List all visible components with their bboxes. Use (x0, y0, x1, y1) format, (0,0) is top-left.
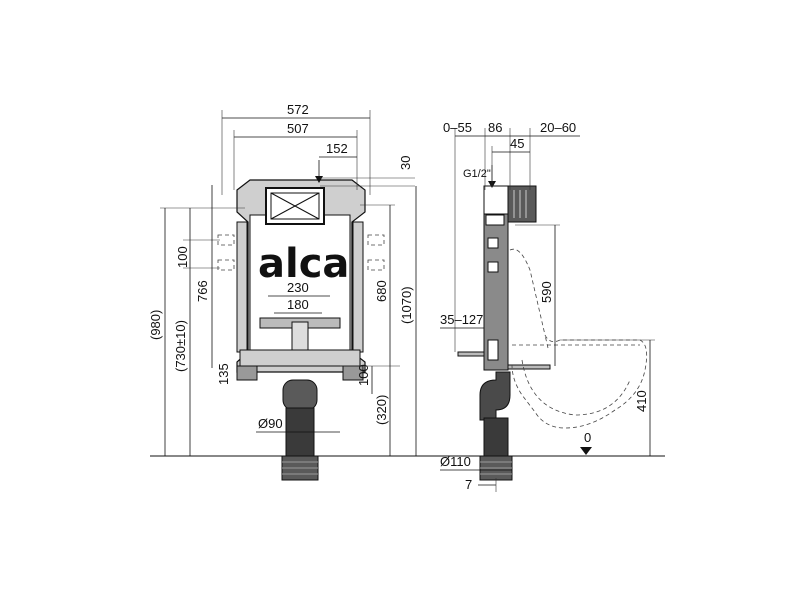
brand-logo: alca (258, 241, 349, 287)
actuator-block (507, 185, 537, 223)
dim-410: 410 (634, 390, 649, 412)
dim-100-top: 100 (175, 246, 190, 268)
dim-590: 590 (539, 281, 554, 303)
thread-g-half: G1/2" (463, 168, 491, 180)
dim-45: 45 (510, 136, 524, 151)
dim-507: 507 (287, 121, 309, 136)
dim-30: 30 (398, 156, 413, 170)
front-view: alca 572 507 152 30 (148, 102, 417, 481)
dim-320: (320) (374, 395, 389, 425)
dim-diameter-90: Ø90 (258, 416, 283, 431)
dim-35-127: 35–127 (440, 312, 483, 327)
dim-572: 572 (287, 102, 309, 117)
drain-elbow-front (282, 379, 318, 411)
drain-elbow-side (479, 371, 511, 421)
level-zero: 0 (584, 430, 591, 445)
dim-980: (980) (148, 310, 163, 340)
dim-680: 680 (374, 280, 389, 302)
dim-7: 7 (465, 477, 472, 492)
dim-0-55: 0–55 (443, 120, 472, 135)
dim-766: 766 (195, 280, 210, 302)
dim-86: 86 (488, 120, 502, 135)
dim-20-60: 20–60 (540, 120, 576, 135)
dim-152: 152 (326, 141, 348, 156)
side-view: 0–55 86 20–60 45 G1/2" 590 35–127 410 0 … (440, 120, 655, 492)
level-zero-marker (580, 447, 592, 455)
dim-230: 230 (287, 280, 309, 295)
dim-730: (730±10) (173, 320, 188, 372)
dim-100-bottom: 100 (356, 364, 371, 386)
wc-bowl-outline (509, 248, 648, 429)
bottom-crossbar (239, 349, 361, 367)
dim-1070: (1070) (399, 286, 414, 324)
drain-pipe-side (483, 417, 509, 457)
dim-135: 135 (216, 363, 231, 385)
dim-180: 180 (287, 297, 309, 312)
side-cistern-top (483, 185, 509, 215)
dim-diameter-110: Ø110 (440, 454, 471, 469)
right-rail (352, 221, 364, 353)
left-rail (236, 221, 248, 353)
